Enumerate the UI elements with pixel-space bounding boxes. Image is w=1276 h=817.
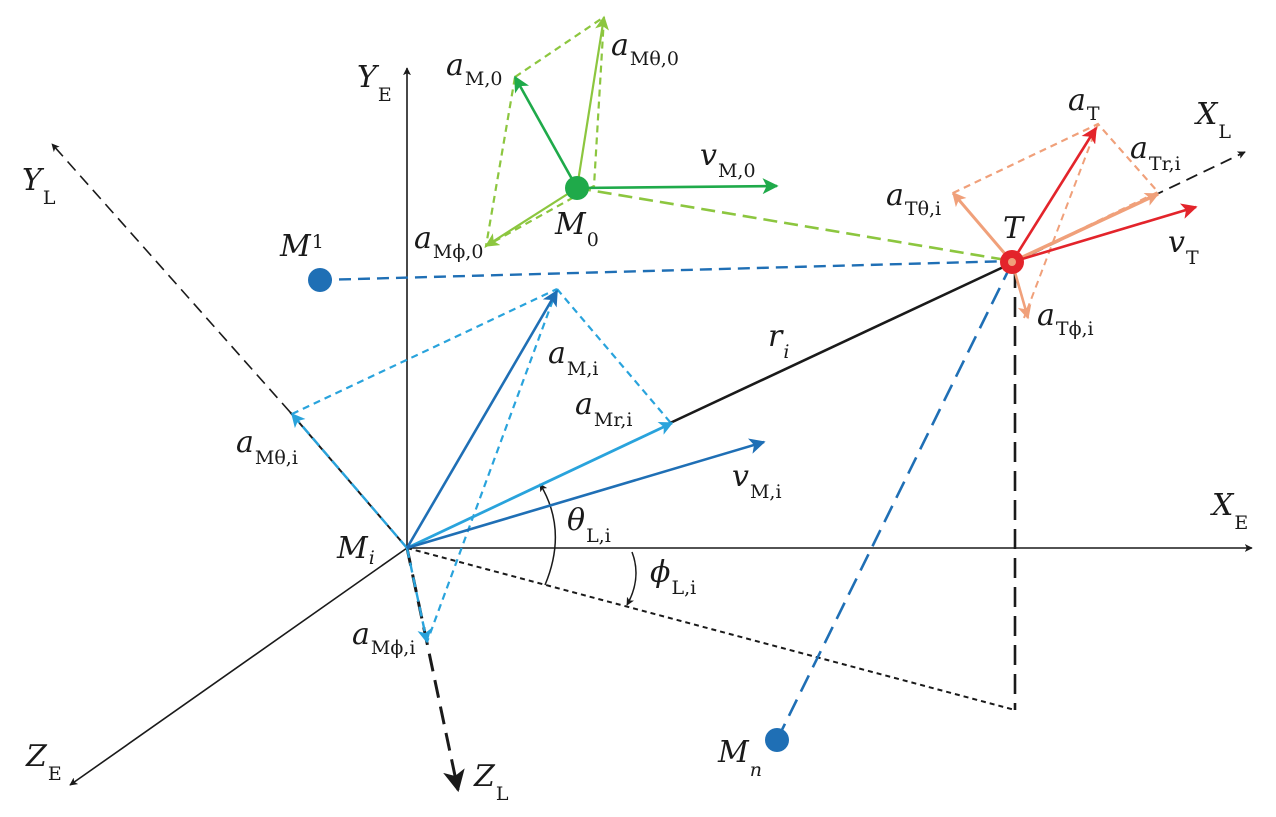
m1-point bbox=[308, 268, 332, 292]
label-r-i: ri bbox=[768, 319, 789, 363]
y-l-axis-dashed bbox=[51, 143, 291, 413]
a-t-phi-dash-right bbox=[1023, 123, 1099, 319]
label-y-l: YL bbox=[22, 163, 56, 209]
a-m-phi-i-dash bbox=[425, 288, 559, 643]
a-m-phi-i-arrow bbox=[405, 547, 432, 644]
label-theta-l-i: θL,i bbox=[567, 503, 611, 547]
z-l-axis bbox=[405, 547, 465, 793]
phi-angle-arc bbox=[626, 551, 637, 606]
theta-angle-arc bbox=[539, 483, 557, 586]
m0-point bbox=[565, 176, 589, 200]
label-v-m0: vM,0 bbox=[700, 138, 756, 182]
label-m1: M1 bbox=[279, 229, 324, 264]
a-m-theta-0-arrow bbox=[575, 15, 609, 189]
label-z-l: ZL bbox=[473, 759, 509, 805]
label-mn: Mn bbox=[717, 735, 762, 781]
label-v-t: vT bbox=[1168, 225, 1199, 269]
r-i-line bbox=[667, 261, 1013, 426]
label-phi-l-i: ϕL,i bbox=[650, 555, 696, 599]
label-a-m-theta-0: aMθ,0 bbox=[611, 28, 679, 70]
a-m-i-parallelogram-right bbox=[556, 288, 671, 423]
label-a-t-r: aTr,i bbox=[1130, 131, 1181, 175]
label-a-m-theta-i: aMθ,i bbox=[236, 425, 298, 469]
label-x-e: XE bbox=[1210, 488, 1248, 534]
a-t-theta-arrow bbox=[951, 191, 1014, 263]
m0-acceleration-parallelogram bbox=[484, 14, 606, 249]
a-t-r-arrow bbox=[1011, 192, 1160, 264]
a-m-r-i-arrow bbox=[406, 421, 674, 550]
label-t: T bbox=[1003, 211, 1025, 246]
label-a-t: aT bbox=[1068, 83, 1100, 125]
label-a-m-r-i: aMr,i bbox=[575, 387, 632, 431]
projection-line bbox=[406, 547, 1016, 711]
label-a-m0: aM,0 bbox=[446, 48, 502, 90]
v-m-i-arrow bbox=[406, 438, 766, 550]
label-mi: Mi bbox=[336, 531, 375, 569]
label-a-m-phi-i: aMϕ,i bbox=[352, 617, 415, 659]
a-m-i-arrow bbox=[405, 289, 559, 549]
label-m0: M0 bbox=[554, 207, 599, 251]
label-v-m-i: vM,i bbox=[732, 459, 782, 503]
label-a-t-phi: aTϕ,i bbox=[1037, 298, 1094, 340]
a-t-arrow bbox=[1010, 126, 1098, 263]
label-x-l: XL bbox=[1194, 97, 1231, 143]
a-m-phi-0-arrow bbox=[484, 187, 578, 247]
target-acceleration-parallelogram bbox=[952, 122, 1160, 263]
y-l-axis-solid bbox=[289, 411, 408, 549]
label-y-e: YE bbox=[357, 60, 392, 106]
z-e-axis bbox=[69, 547, 408, 786]
label-a-m-i: aM,i bbox=[548, 336, 598, 380]
mn-point bbox=[765, 728, 789, 752]
v-m-0-arrow bbox=[576, 178, 779, 195]
label-a-t-theta: aTθ,i bbox=[886, 178, 941, 220]
a-m-0-arrow bbox=[513, 75, 579, 189]
m1-to-target-los bbox=[319, 259, 1013, 282]
label-a-m-phi-0: aMϕ,0 bbox=[414, 221, 483, 263]
mn-to-target-los bbox=[775, 262, 1014, 741]
m0-to-target-los bbox=[576, 186, 1013, 263]
target-point-center bbox=[1008, 258, 1016, 266]
v-t-arrow bbox=[1011, 203, 1198, 264]
label-z-e: ZE bbox=[25, 739, 62, 785]
a-m-i-parallelogram-top bbox=[291, 288, 558, 415]
